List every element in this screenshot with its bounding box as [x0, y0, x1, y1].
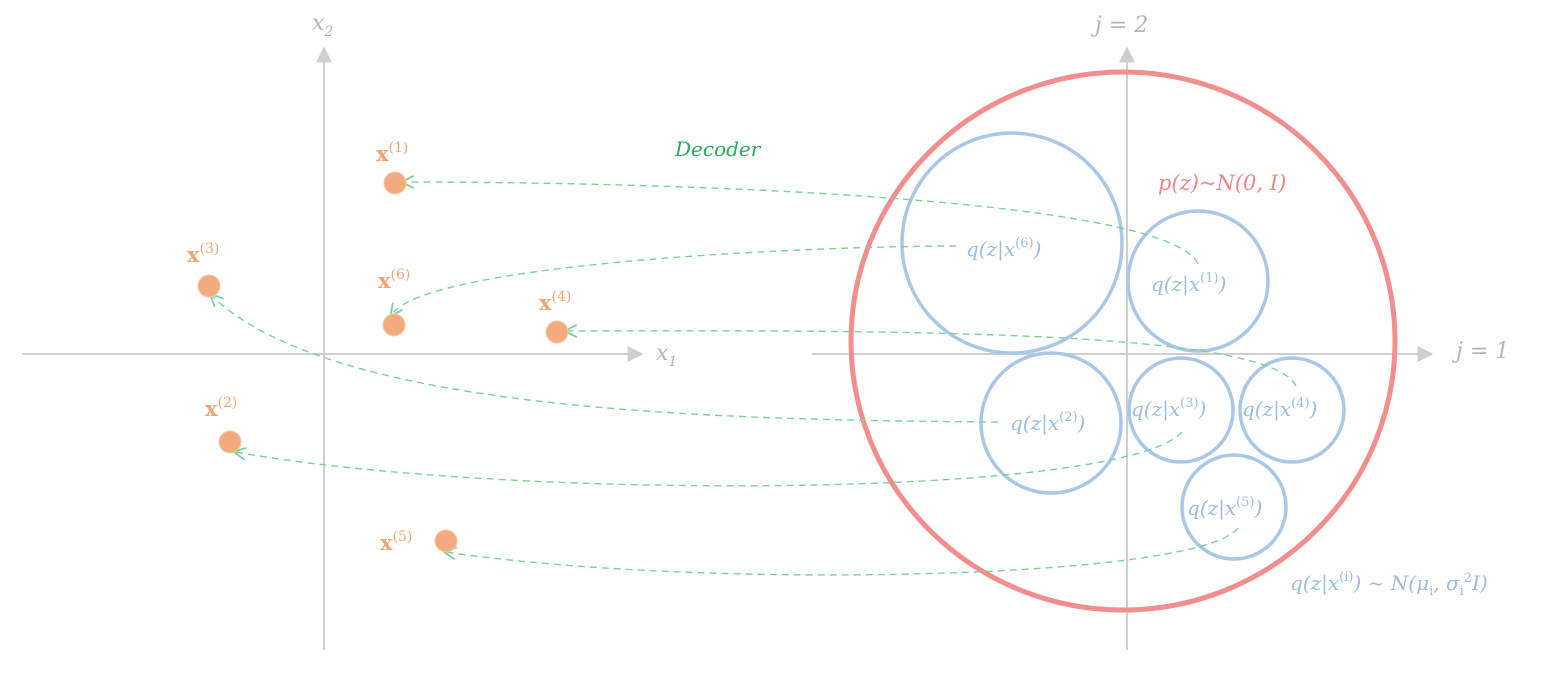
data-point-label-2: x(2) [205, 395, 237, 421]
posterior-label-2: q(z|x(2)) [1010, 410, 1085, 436]
posterior-labels: q(z|x(6)) q(z|x(1)) q(z|x(2)) q(z|x(3)) … [966, 236, 1317, 521]
data-point-labels: x(1) x(6) x(3) x(4) x(2) x(5) [187, 140, 571, 555]
prior-circle [848, 69, 1398, 613]
decoder-arrow-3 [212, 296, 999, 423]
posterior-label-3: q(z|x(3)) [1131, 396, 1206, 422]
left-y-axis-label: x2 [312, 11, 333, 40]
posterior-circle-1 [1126, 209, 1270, 353]
decoder-arrow-2 [236, 431, 1183, 487]
data-point-5 [434, 529, 458, 553]
decoder-arrow-1 [404, 182, 1199, 265]
decoder-arrow-4 [567, 331, 1297, 387]
data-point-label-6: x(6) [378, 267, 410, 293]
right-y-axis-label: j = 2 [1090, 13, 1148, 38]
posterior-circle-6 [900, 131, 1124, 355]
right-axes: j = 1 j = 2 [812, 13, 1509, 650]
data-point-4 [545, 320, 569, 344]
data-point-1 [383, 171, 407, 195]
posterior-note: q(z|x(i)) ~ N(μi, σi2I) [1290, 570, 1488, 599]
data-point-3 [197, 274, 221, 298]
posterior-circle-4 [1238, 356, 1346, 464]
posterior-label-6: q(z|x(6)) [966, 236, 1041, 262]
posterior-label-5: q(z|x(5)) [1187, 495, 1262, 521]
posterior-circle-3 [1127, 356, 1235, 464]
posterior-circles [900, 131, 1346, 561]
decoder-arrows [212, 182, 1297, 576]
data-point-label-5: x(5) [380, 529, 412, 555]
posterior-label-1: q(z|x(1)) [1151, 271, 1226, 297]
data-points [197, 171, 569, 553]
left-x-axis-label: x1 [656, 341, 677, 370]
left-axes: x1 x2 [22, 11, 677, 650]
posterior-circle-5 [1180, 453, 1288, 561]
prior-label: p(z)~N(0, I) [1158, 171, 1286, 195]
data-point-6 [382, 313, 406, 337]
decoder-label: Decoder [674, 137, 762, 161]
posterior-label-4: q(z|x(4)) [1242, 396, 1317, 422]
decoder-arrow-6 [392, 245, 957, 314]
data-point-2 [218, 430, 242, 454]
decoder-arrow-5 [446, 527, 1239, 576]
data-point-label-4: x(4) [539, 289, 571, 315]
right-x-axis-label: j = 1 [1451, 339, 1509, 364]
data-point-label-1: x(1) [376, 140, 408, 166]
posterior-circle-2 [979, 351, 1123, 495]
data-point-label-3: x(3) [187, 241, 219, 267]
